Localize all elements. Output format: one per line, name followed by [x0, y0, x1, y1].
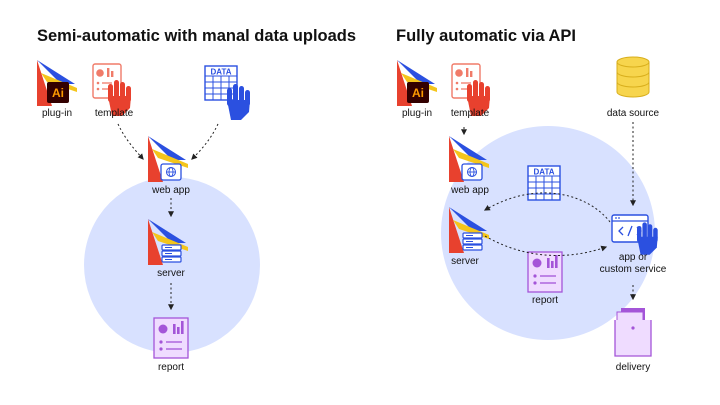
right-template-label: template [450, 108, 490, 119]
arrow-data-to-webapp [191, 123, 219, 160]
data-source-label: data source [606, 108, 660, 119]
left-webapp-label: web app [152, 185, 190, 196]
delivery-label: delivery [615, 362, 651, 373]
code-window-hand-icon [611, 214, 658, 255]
right-webapp-label: web app [451, 185, 489, 196]
report-doc-icon [527, 251, 563, 293]
svg-text:Ai: Ai [412, 86, 424, 100]
web-app-globe-icon [160, 163, 182, 181]
app-label-line2: custom service [599, 264, 667, 275]
server-stack-icon [462, 232, 483, 251]
app-label-line1: app or [618, 252, 648, 263]
data-sheet-hand-icon: DATA [204, 65, 250, 120]
database-icon [616, 56, 650, 98]
right-report-label: report [531, 295, 559, 306]
svg-text:DATA: DATA [210, 68, 231, 77]
right-title: Fully automatic via API [396, 27, 577, 45]
right-workspace-circle [441, 126, 655, 340]
arrow-server-to-app [484, 235, 608, 256]
left-server-label: server [157, 268, 185, 279]
server-stack-icon [161, 244, 182, 263]
delivery-tray-icon [614, 308, 652, 357]
data-sheet-icon-right: DATA [527, 165, 561, 201]
left-workspace-circle [84, 177, 260, 353]
left-report-label: report [157, 362, 185, 373]
arrow-template-to-webapp [117, 123, 144, 160]
left-title: Semi-automatic with manal data uploads [37, 27, 357, 45]
web-app-icon [148, 136, 188, 182]
right-plugin-label: plug-in [401, 108, 433, 119]
web-app-globe-icon [461, 163, 483, 181]
left-template-label: template [94, 108, 134, 119]
adobe-illustrator-icon: Ai [37, 60, 77, 106]
adobe-illustrator-icon-right: Ai [397, 60, 437, 106]
right-server-label: server [451, 256, 479, 267]
svg-text:DATA: DATA [533, 168, 554, 177]
left-plugin-label: plug-in [41, 108, 73, 119]
left-report-icon [153, 317, 189, 359]
svg-text:Ai: Ai [52, 86, 64, 100]
